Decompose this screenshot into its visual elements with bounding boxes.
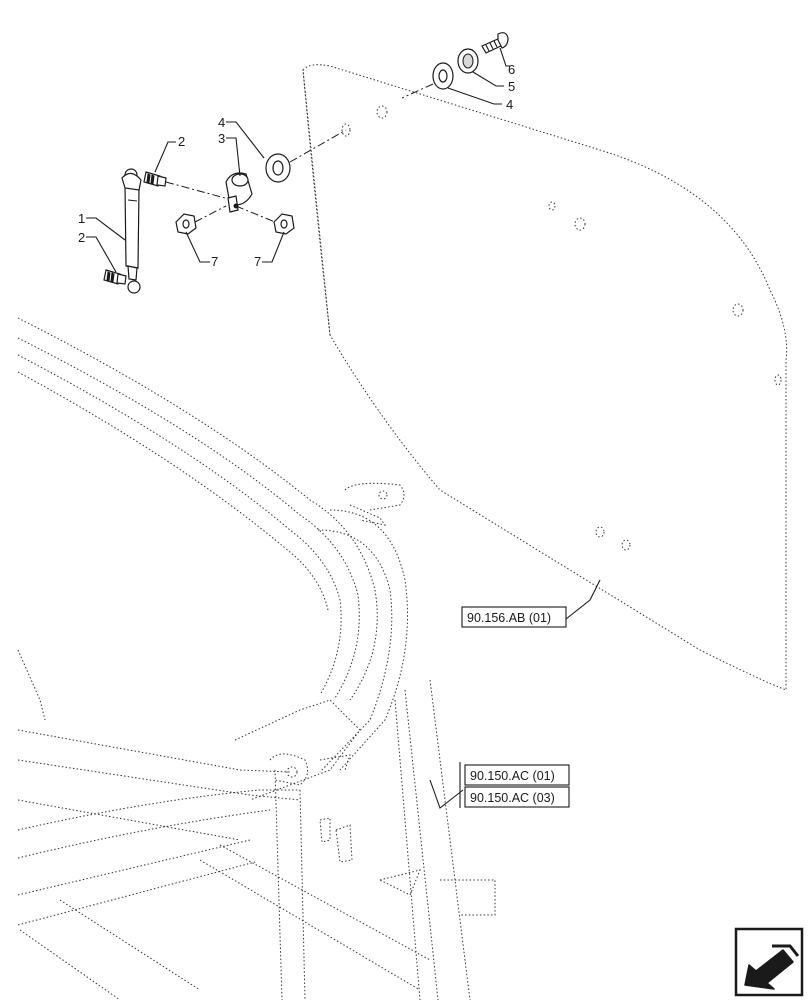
arrow-to-lower-left-icon[interactable]: [734, 927, 804, 997]
washer-right: [432, 62, 454, 90]
callout-5: 5: [508, 79, 515, 94]
callout-7-left: 7: [211, 254, 218, 269]
callout-1: 1: [78, 211, 85, 226]
ref-frame-2-label: 90.150.AC (03): [470, 791, 555, 805]
nut-left: [175, 213, 197, 235]
nut-right: [273, 213, 295, 235]
side-panel: [302, 64, 788, 691]
strut-bracket: [225, 172, 253, 213]
callout-4-left: 4: [218, 115, 225, 130]
ball-stud-lower: [103, 269, 127, 285]
leader-lines: [86, 47, 601, 809]
callout-3: 3: [218, 131, 225, 146]
callout-4-right: 4: [506, 97, 513, 112]
callout-2-upper: 2: [178, 134, 185, 149]
callout-7-right: 7: [254, 254, 261, 269]
washer-left: [265, 153, 291, 183]
ref-frame-1[interactable]: 90.150.AC (01): [464, 764, 570, 786]
ref-panel-label: 90.156.AB (01): [467, 611, 551, 625]
callout-2-lower: 2: [78, 230, 85, 245]
ref-frame-2[interactable]: 90.150.AC (03): [464, 786, 570, 808]
lock-washer: [457, 48, 479, 74]
gas-strut: [121, 168, 142, 294]
callout-6: 6: [508, 62, 515, 77]
ref-panel[interactable]: 90.156.AB (01): [461, 606, 567, 628]
bolt: [481, 32, 509, 54]
ref-frame-1-label: 90.150.AC (01): [470, 769, 555, 783]
ball-stud-upper: [143, 171, 167, 187]
cab-frame: [17, 317, 496, 1000]
